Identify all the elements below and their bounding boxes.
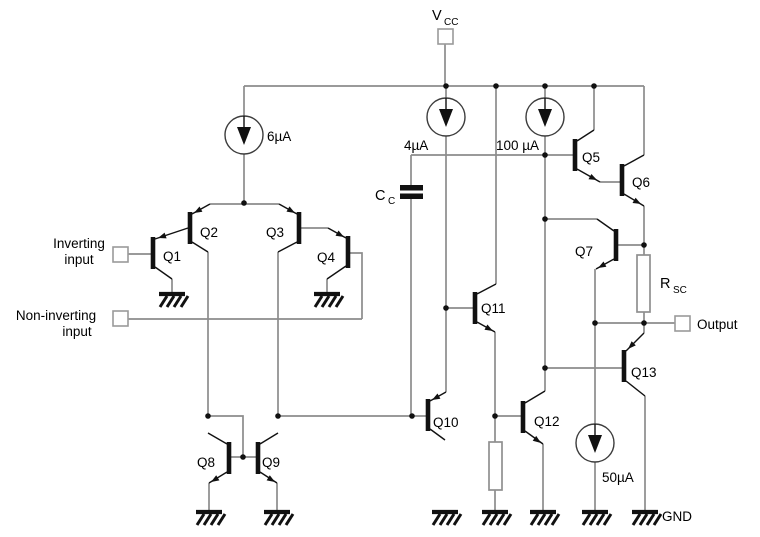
labels: V CC Inverting input Non-inverting input…	[16, 8, 738, 524]
transistor-q12	[520, 390, 546, 445]
q11-emitter-arrow	[484, 324, 493, 331]
noninverting-input-label: Non-inverting	[16, 308, 96, 323]
q8-label: Q8	[197, 455, 215, 470]
noninverting-input-terminal	[112, 310, 129, 327]
q12-label: Q12	[534, 414, 560, 429]
transistor-q5	[572, 129, 601, 183]
transistor-q6	[619, 154, 645, 207]
transistor-q7	[595, 218, 619, 270]
resistor-rsc	[636, 254, 651, 313]
transistor-q9	[255, 432, 279, 484]
vcc-label: V	[432, 8, 442, 24]
transistor-q3	[277, 203, 302, 253]
ground-symbol	[264, 512, 293, 525]
wires	[128, 44, 675, 510]
rsc-label: R	[660, 276, 670, 292]
inverting-input-label2: input	[64, 252, 94, 267]
transistor-q13	[621, 332, 646, 397]
q7-label: Q7	[575, 244, 593, 259]
current-label-4ua: 4µA	[404, 138, 428, 153]
q3-label: Q3	[266, 225, 284, 240]
vcc-label-sub: CC	[444, 17, 458, 28]
q7-emitter-arrow	[598, 261, 607, 268]
ground-symbol	[482, 512, 511, 525]
q2-label: Q2	[200, 225, 218, 240]
ground-symbol	[314, 294, 343, 307]
q8-emitter-arrow	[211, 475, 220, 482]
q11-label: Q11	[481, 301, 506, 316]
vcc-terminal	[437, 28, 454, 45]
transistor-q8	[207, 432, 232, 484]
wire	[208, 415, 244, 457]
q10-emitter-arrow	[432, 393, 441, 400]
transistor-q2	[187, 203, 211, 253]
q9-emitter-arrow	[266, 475, 275, 482]
q13-emitter-arrow	[628, 341, 636, 349]
compensation-capacitor	[400, 185, 423, 199]
transistor-q11	[472, 283, 497, 333]
q3-emitter-arrow	[286, 206, 295, 213]
output-terminal	[674, 315, 691, 332]
inverting-input-label: Inverting	[53, 236, 105, 251]
ground-symbol-gnd	[632, 512, 661, 525]
current-source-4ua	[426, 97, 466, 137]
transistor-q1	[150, 227, 189, 280]
inverting-input-terminal	[112, 246, 129, 263]
q2-emitter-arrow	[194, 206, 203, 213]
transistor-q10	[425, 391, 447, 441]
cc-label: C	[375, 188, 385, 204]
q4-label: Q4	[317, 250, 336, 265]
ground-symbol	[432, 512, 461, 525]
transistor-q4	[326, 227, 351, 280]
ground-symbol	[159, 294, 188, 307]
q10-label: Q10	[433, 415, 459, 430]
wire	[350, 252, 363, 319]
cc-label-sub: C	[388, 196, 395, 207]
current-source-100ua	[525, 97, 565, 137]
q5-emitter-arrow	[588, 174, 597, 180]
q6-emitter-arrow	[632, 197, 641, 204]
rsc-label-sub: SC	[673, 285, 687, 296]
q5-label: Q5	[582, 150, 600, 165]
gnd-label: GND	[662, 509, 692, 524]
q4-emitter-arrow	[335, 230, 344, 237]
ground-symbol	[196, 512, 225, 525]
current-label-100ua: 100 µA	[496, 138, 539, 153]
current-source-6ua	[224, 115, 264, 155]
q12-emitter-arrow	[532, 435, 541, 443]
current-label-50ua: 50µA	[602, 470, 634, 485]
noninverting-input-label2: input	[62, 324, 92, 339]
ground-symbol	[530, 512, 559, 525]
junction-dots	[205, 83, 647, 460]
q1-emitter-arrow	[158, 232, 167, 239]
current-source-50ua	[575, 423, 615, 463]
output-label: Output	[697, 317, 738, 332]
q9-label: Q9	[262, 455, 280, 470]
ground-symbol	[582, 512, 611, 525]
q13-label: Q13	[631, 365, 657, 380]
resistor-bias	[488, 441, 503, 491]
q6-label: Q6	[632, 175, 650, 190]
current-label-6ua: 6µA	[267, 129, 291, 144]
q1-label: Q1	[163, 249, 181, 264]
